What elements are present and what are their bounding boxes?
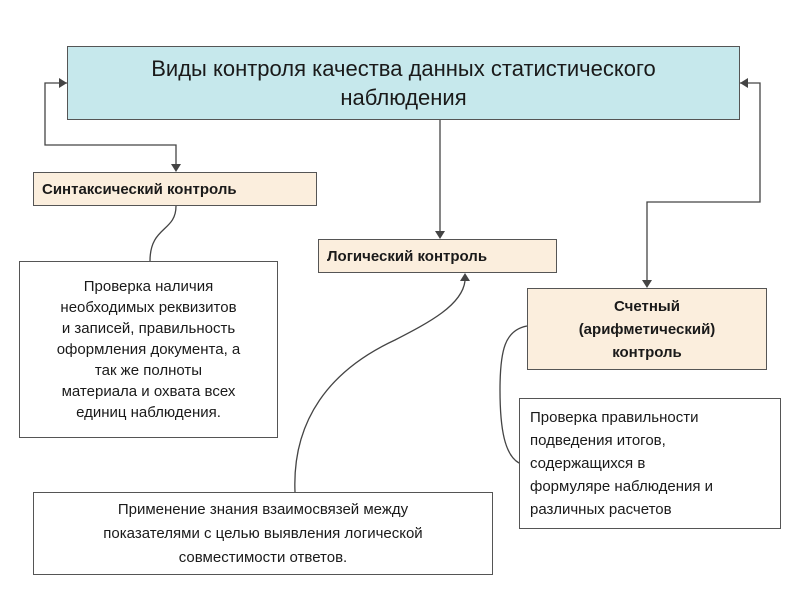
arrowhead-syntax [171,164,181,172]
counting-control-label: Счетный (арифметический) контроль [578,297,716,361]
connector-logic-description-to-logic [294,280,466,493]
diagram-title: Виды контроля качества данных статистиче… [151,56,656,110]
logic-control-label: Логический контроль [327,247,488,265]
logic-control-description-box: Применение знания взаимосвязей между пок… [33,492,493,575]
counting-control-box: Счетный (арифметический) контроль [527,288,767,370]
counting-control-description-box: Проверка правильности подведения итогов,… [519,398,781,529]
connector-syntax-to-description [149,205,177,262]
arrowhead-counting [642,280,652,288]
logic-control-description: Применение знания взаимосвязей между пок… [103,500,423,566]
arrowhead-logic [435,231,445,239]
connector-title-to-counting [646,82,761,282]
diagram-title-box: Виды контроля качества данных статистиче… [67,46,740,120]
syntax-control-description: Проверка наличия необходимых реквизитов … [56,278,241,421]
arrowhead-title-right [740,78,748,88]
arrowhead-logic-description [460,273,470,281]
syntax-control-label: Синтаксический контроль [42,180,237,198]
syntax-control-box: Синтаксический контроль [33,172,317,206]
connector-title-to-syntax [44,82,177,166]
logic-control-box: Логический контроль [318,239,557,273]
counting-control-description: Проверка правильности подведения итогов,… [530,409,714,518]
syntax-control-description-box: Проверка наличия необходимых реквизитов … [19,261,278,438]
arrowhead-title-left [59,78,67,88]
connector-counting-to-description [499,325,528,464]
